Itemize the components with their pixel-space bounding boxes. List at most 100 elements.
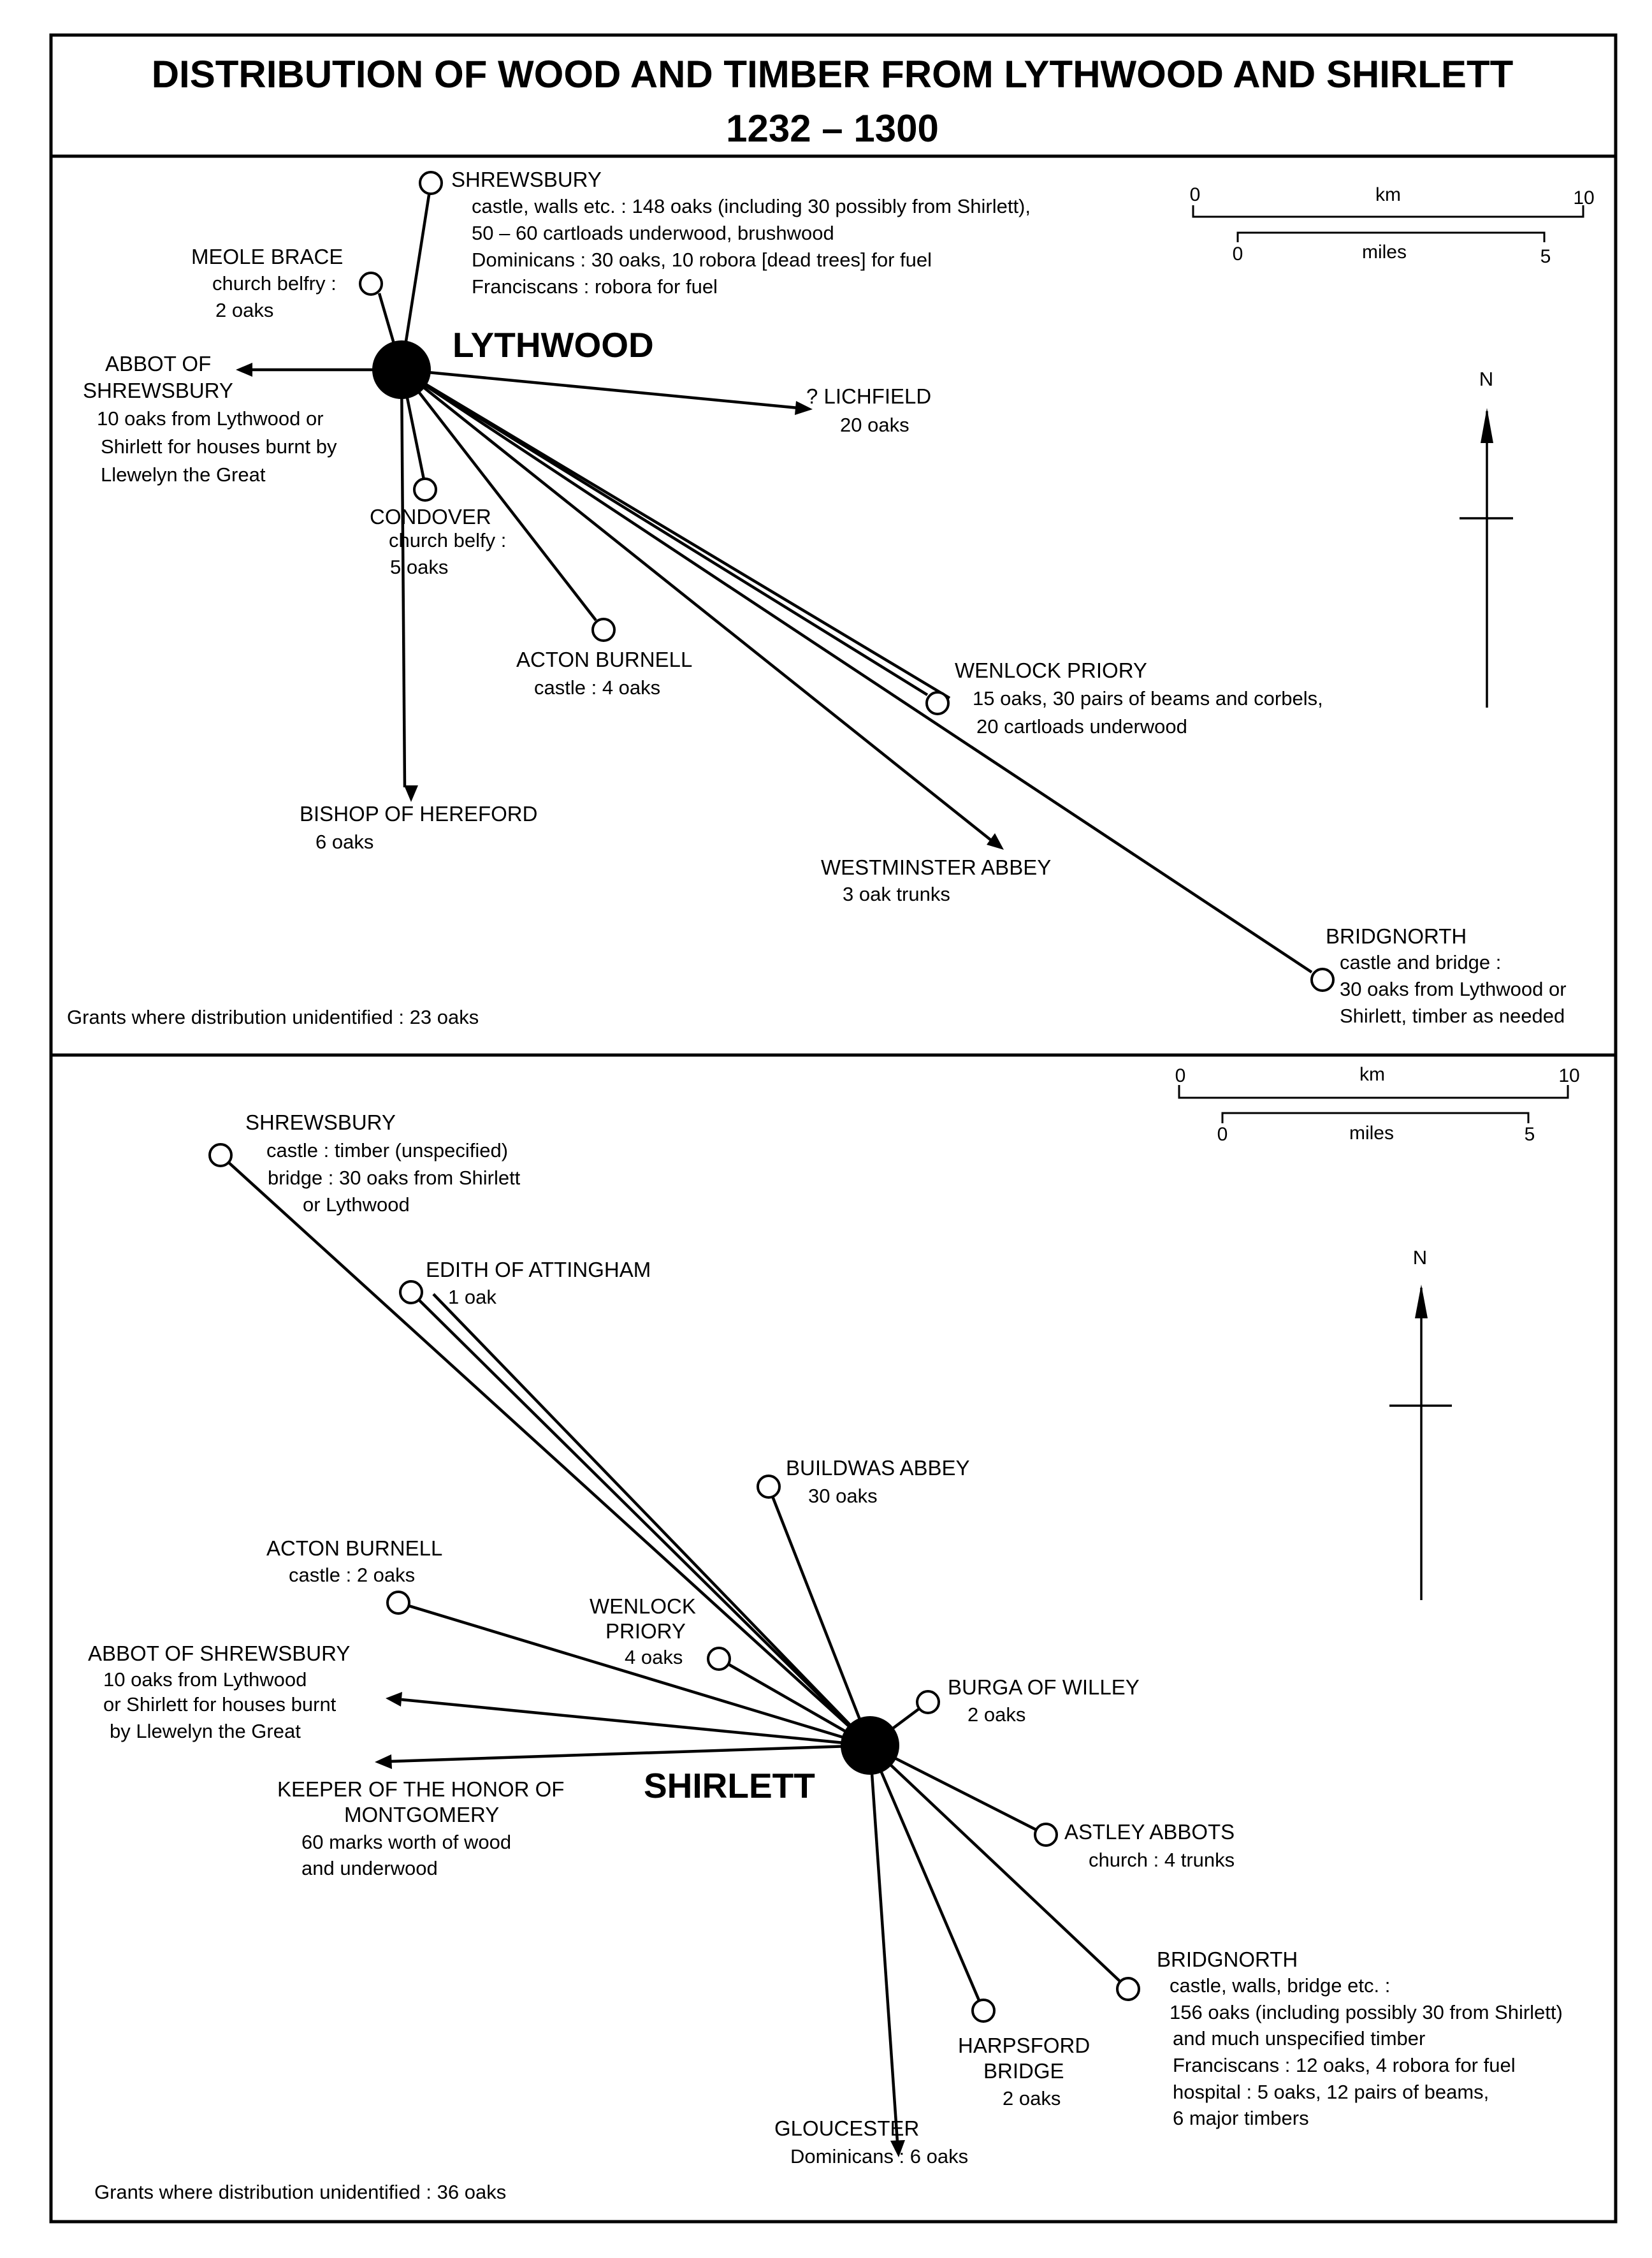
scale-km-label: km: [1375, 184, 1401, 205]
grant-note: castle, walls, bridge etc. :: [1170, 1974, 1390, 1997]
grant-note: castle : timber (unspecified): [266, 1139, 508, 1162]
route-line: [869, 1744, 1129, 1990]
grant-note: by Llewelyn the Great: [110, 1720, 301, 1742]
scale-km-start: 0: [1190, 184, 1201, 205]
grant-note: 20 oaks: [840, 414, 909, 436]
grant-note: church belfy :: [389, 529, 506, 551]
arrowhead: [404, 785, 418, 802]
grant-note: Dominicans : 6 oaks: [790, 2145, 968, 2167]
grant-note: Shirlett for houses burnt by: [101, 435, 337, 458]
grant-note: 3 oak trunks: [843, 883, 950, 905]
grant-note: 2 oaks: [215, 299, 273, 321]
bridgnorth-marker: [1116, 1977, 1140, 2001]
wenlock-priory-marker: [925, 691, 950, 715]
route-line: [400, 368, 1313, 973]
shirlett-label: SHIRLETT: [644, 1766, 815, 1805]
route-line: [400, 369, 407, 788]
route-line: [432, 1293, 871, 1747]
lythwood-shrewsbury-label: SHREWSBURY castle, walls etc. : 148 oaks…: [451, 168, 1031, 298]
route-line: [868, 1745, 899, 2143]
place-name: SHREWSBURY: [451, 168, 602, 191]
place-name: BRIDGE: [983, 2059, 1064, 2083]
route-line: [868, 1745, 985, 2011]
shirlett-buildwas-label: BUILDWAS ABBEY 30 oaks: [786, 1456, 970, 1507]
grant-note: bridge : 30 oaks from Shirlett: [268, 1167, 521, 1189]
grant-note: and much unspecified timber: [1173, 2027, 1425, 2050]
route-line: [400, 368, 929, 696]
grant-note: church belfry :: [212, 272, 337, 295]
place-name: BRIDGNORTH: [1157, 1948, 1298, 1971]
acton-burnell-marker: [591, 618, 616, 642]
grant-note: and underwood: [301, 1857, 438, 1879]
place-name: GLOUCESTER: [774, 2116, 919, 2140]
grant-note: church : 4 trunks: [1089, 1849, 1235, 1871]
shirlett-burga-label: BURGA OF WILLEY 2 oaks: [948, 1675, 1140, 1726]
shirlett-acton-burnell-label: ACTON BURNELL castle : 2 oaks: [266, 1536, 442, 1586]
lythwood-lichfield-label: ? LICHFIELD 20 oaks: [806, 384, 931, 436]
harpsford-bridge-marker: [971, 1999, 996, 2023]
shirlett-keeper-label: KEEPER OF THE HONOR OF MONTGOMERY 60 mar…: [277, 1777, 564, 1879]
lythwood-wenlock-priory-label: WENLOCK PRIORY 15 oaks, 30 pairs of beam…: [955, 659, 1323, 738]
route-line: [410, 1291, 871, 1747]
grant-note: 20 cartloads underwood: [976, 715, 1187, 738]
scale-km-start: 0: [1175, 1065, 1186, 1086]
place-name: ABBOT OF SHREWSBURY: [88, 1642, 350, 1665]
grant-note: castle : 2 oaks: [289, 1564, 415, 1586]
arrowhead: [375, 1754, 392, 1769]
route-line: [401, 368, 799, 410]
grant-note: 6 major timbers: [1173, 2107, 1309, 2129]
scale-miles-start: 0: [1217, 1124, 1228, 1145]
grant-note: 30 oaks: [808, 1485, 878, 1507]
north-label: N: [1413, 1246, 1427, 1269]
astley-abbots-marker: [1034, 1823, 1058, 1847]
arrowhead: [795, 401, 813, 415]
shrewsbury-marker: [419, 171, 443, 195]
place-name: WENLOCK: [590, 1594, 696, 1618]
grant-note: Franciscans : 12 oaks, 4 robora for fuel: [1173, 2054, 1516, 2076]
place-name: ABBOT OF: [105, 352, 211, 375]
place-name: SHREWSBURY: [245, 1111, 396, 1134]
lythwood-meole-brace-label: MEOLE BRACE church belfry : 2 oaks: [191, 245, 343, 321]
arrowhead: [236, 363, 252, 377]
lythwood-abbot-label: ABBOT OF SHREWSBURY 10 oaks from Lythwoo…: [83, 352, 337, 486]
shirlett-gloucester-label: GLOUCESTER Dominicans : 6 oaks: [774, 2116, 968, 2167]
wenlock-priory-marker: [707, 1647, 731, 1671]
place-name: ACTON BURNELL: [516, 648, 692, 671]
lythwood-hub: [372, 340, 431, 399]
route-line: [400, 182, 433, 370]
arrowhead: [386, 1692, 402, 1707]
place-name: ? LICHFIELD: [806, 384, 931, 408]
scale-miles-start: 0: [1233, 244, 1243, 265]
grant-note: Dominicans : 30 oaks, 10 robora [dead tr…: [472, 249, 932, 271]
place-name: MONTGOMERY: [344, 1803, 499, 1826]
shirlett-harpsford-label: HARPSFORD BRIDGE 2 oaks: [958, 2034, 1090, 2109]
shirlett-panel: SHIRLETT SHREWSBURY castle : timber (uns…: [88, 1064, 1580, 2203]
lythwood-bridgnorth-label: BRIDGNORTH castle and bridge : 30 oaks f…: [1326, 924, 1567, 1027]
grant-note: Llewelyn the Great: [101, 463, 266, 486]
scale-miles-label: miles: [1349, 1123, 1394, 1144]
edith-attingham-marker: [399, 1280, 423, 1304]
place-name: BURGA OF WILLEY: [948, 1675, 1140, 1699]
map-date-range: 1232 – 1300: [726, 107, 939, 150]
grant-note: 10 oaks from Lythwood: [103, 1668, 307, 1691]
place-name: HARPSFORD: [958, 2034, 1090, 2057]
place-name: PRIORY: [605, 1619, 686, 1643]
shirlett-unidentified-note: Grants where distribution unidentified :…: [94, 2181, 506, 2203]
route-line: [400, 368, 992, 841]
grant-note: or Lythwood: [303, 1193, 410, 1216]
route-line: [219, 1154, 871, 1747]
north-arrow: N: [1389, 1246, 1452, 1600]
grant-note: castle, walls etc. : 148 oaks (including…: [472, 195, 1031, 217]
grant-note: hospital : 5 oaks, 12 pairs of beams,: [1173, 2081, 1489, 2103]
place-name: WESTMINSTER ABBEY: [821, 856, 1051, 879]
grant-note: 2 oaks: [1003, 2087, 1061, 2109]
grant-note: 60 marks worth of wood: [301, 1831, 511, 1853]
place-name: BISHOP OF HEREFORD: [300, 802, 537, 826]
scale-miles-label: miles: [1362, 242, 1407, 263]
route-line: [389, 1744, 871, 1763]
shirlett-edith-label: EDITH OF ATTINGHAM 1 oak: [426, 1258, 651, 1308]
route-line: [401, 1698, 871, 1747]
place-name: ASTLEY ABBOTS: [1064, 1820, 1235, 1844]
shirlett-shrewsbury-label: SHREWSBURY castle : timber (unspecified)…: [245, 1111, 521, 1216]
